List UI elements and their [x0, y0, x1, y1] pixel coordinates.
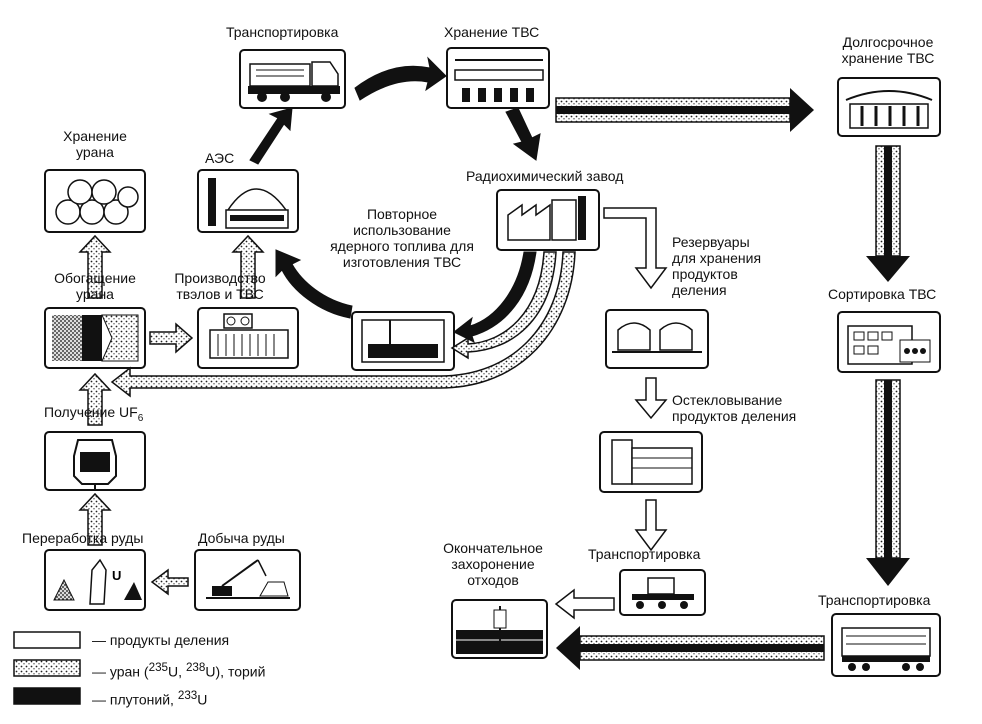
label-longterm-storage: Долгосрочное хранение ТВС [841, 34, 935, 66]
arrow-reuse-to-production [275, 249, 353, 319]
arrow-plant-to-reuse-black [453, 251, 537, 343]
legend-text-white: — продукты деления [92, 632, 230, 648]
legend-swatch-black [13, 687, 81, 705]
arrow-enrich-to-storage [78, 234, 112, 299]
legend-dotted-sup1: 235 [148, 661, 169, 674]
arrow-plant-to-reuse-dotted [450, 251, 557, 360]
arrow-storage-to-plant [505, 107, 541, 161]
label-uf6-text: Получение UF [44, 404, 138, 420]
legend-swatch-dotted [13, 659, 81, 677]
arrow-production-to-npp [231, 234, 265, 299]
arrow-enrich-to-production [149, 322, 194, 354]
legend-dotted-sup2: 238 [185, 661, 206, 674]
label-uf6-sub: 6 [137, 412, 144, 424]
arrow-uf6-to-enrich [78, 372, 112, 426]
arrow-npp-to-transport [249, 107, 293, 165]
npp-box [197, 169, 299, 233]
ore-u-letter: U [112, 568, 121, 583]
arrow-processing-to-uf6 [78, 492, 112, 546]
arrow-mining-to-processing [150, 568, 189, 596]
arrow-plant-to-enrichment [110, 251, 576, 398]
reuse-box [351, 311, 455, 371]
label-radiochem-plant: Радиохимический завод [466, 168, 624, 184]
legend-text-black: — плутоний, 233U [92, 688, 207, 708]
radiochem-plant-box [496, 189, 600, 251]
transport-mid-box [619, 569, 706, 616]
sorting-box [837, 311, 941, 373]
arrow-transport-to-storage [354, 56, 447, 101]
longterm-storage-box [837, 77, 941, 137]
arrow-reservoirs-to-vitrification [634, 377, 668, 420]
ore-processing-box: U [44, 549, 146, 611]
label-reservoirs: Резервуары для хранения продуктов делени… [672, 234, 762, 298]
legend-swatch-white [13, 631, 81, 649]
label-npp: АЭС [205, 150, 235, 166]
truck-box-top [239, 49, 346, 109]
legend-black-b: U [197, 691, 208, 708]
label-uranium-storage: Хранение урана [63, 128, 127, 160]
arrow-vitrification-to-transport [634, 499, 668, 552]
uf6-box [44, 431, 146, 491]
label-ore-processing: Переработка руды [22, 530, 144, 546]
legend-dotted-c: U), торий [205, 663, 266, 680]
label-transport-right: Транспортировка [818, 592, 931, 608]
label-transport-top: Транспортировка [226, 24, 339, 40]
transport-right-box [831, 613, 941, 677]
reservoirs-box [605, 309, 709, 369]
legend-black-a: — плутоний, [92, 691, 178, 708]
label-uf6: Получение UF6 [44, 404, 143, 427]
legend-black-sup1: 233 [177, 689, 198, 702]
vitrification-box [599, 431, 703, 493]
label-sorting: Сортировка ТВС [828, 286, 937, 302]
label-final-disposal: Окончательное захоронение отходов [443, 540, 543, 588]
legend-text-dotted: — уран (235U, 238U), торий [92, 660, 265, 680]
dotted-arrows-left [78, 234, 576, 596]
disposal-box [451, 599, 548, 659]
uranium-storage-box [44, 169, 146, 233]
black-arrows [249, 56, 541, 343]
arrow-transport-to-disposal [556, 626, 825, 670]
label-vitrification: Остекловывание продуктов деления [672, 392, 797, 424]
label-reuse: Повторное использование ядерного топлива… [330, 206, 474, 270]
white-arrows [554, 207, 668, 620]
arrow-longterm-to-sorting [866, 145, 910, 282]
legend-dotted-b: U, [168, 663, 186, 680]
legend [13, 631, 81, 705]
arrow-sorting-to-transport [866, 379, 910, 586]
label-ore-mining: Добыча руды [198, 530, 285, 546]
enrichment-box [44, 307, 146, 369]
arrow-plant-to-reservoirs [603, 207, 668, 290]
tvs-storage-box [446, 47, 550, 109]
fuel-production-box [197, 307, 299, 369]
label-tvs-storage: Хранение ТВС [444, 24, 540, 40]
label-fuel-production: Производство твэлов и ТВС [174, 270, 266, 302]
legend-dotted-a: — уран ( [92, 663, 149, 680]
ore-mining-box [194, 549, 301, 611]
label-enrichment: Обогащение урана [54, 270, 136, 302]
label-transport-mid: Транспортировка [588, 546, 701, 562]
arrow-transport-to-disposal-white [554, 588, 615, 620]
arrow-storage-to-longterm [555, 88, 814, 132]
